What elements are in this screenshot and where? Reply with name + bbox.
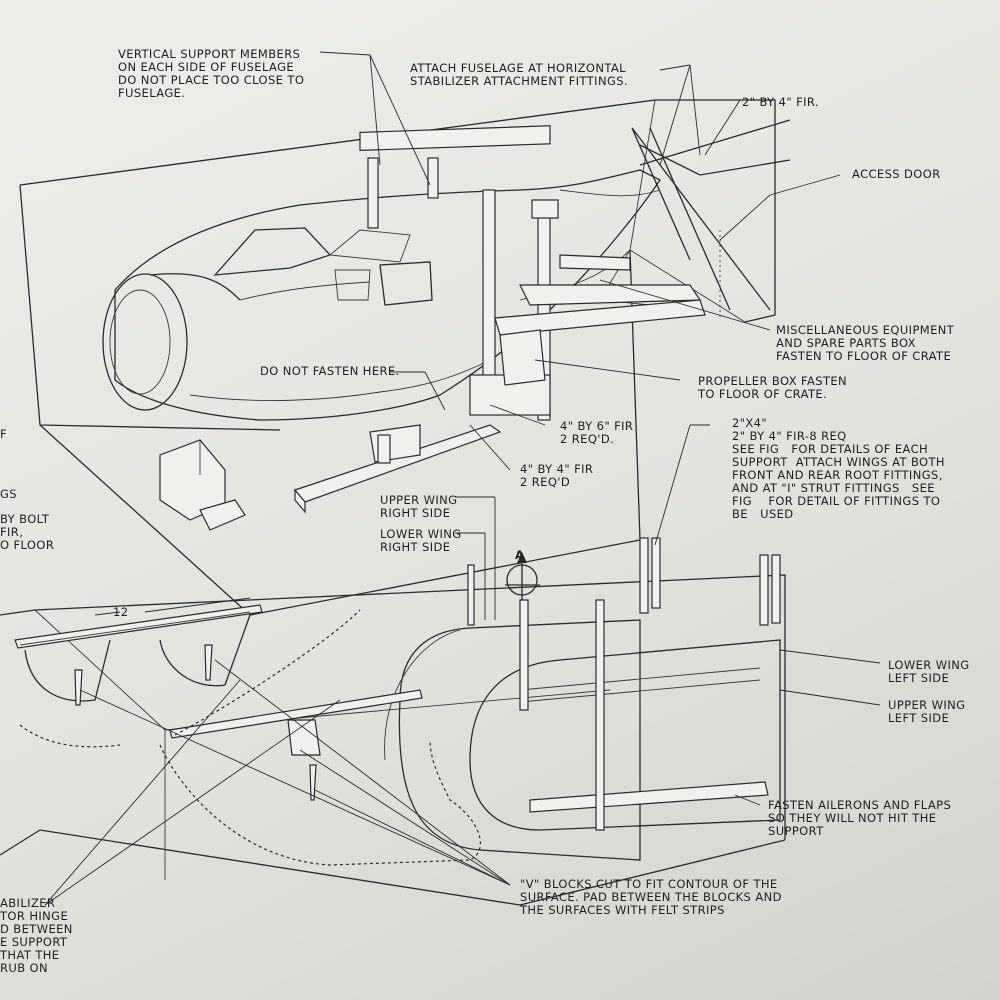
dimension-line-12: [19, 611, 251, 646]
label-lower-wing-left: LOWER WING LEFT SIDE: [888, 658, 970, 685]
label-misc-equipment: MISCELLANEOUS EQUIPMENT AND SPARE PARTS …: [776, 323, 955, 363]
fuselage-crate: [19, 99, 791, 616]
crate-front-edge: [19, 184, 281, 431]
access-door: [631, 119, 791, 320]
label-propeller-box: PROPELLER BOX FASTEN TO FLOOR OF CRATE.: [698, 374, 848, 401]
wing-panels: [384, 619, 781, 861]
label-vertical-support: VERTICAL SUPPORT MEMBERS ON EACH SIDE OF…: [118, 47, 305, 100]
wing-crate-bottom-edge: [0, 829, 786, 906]
dotted-wing-outline: [159, 739, 481, 866]
propeller-box: [159, 439, 246, 531]
fuselage: [102, 169, 661, 421]
v-blocks: [74, 644, 321, 801]
leader-lines: [44, 51, 881, 906]
floor-timbers: [293, 424, 502, 514]
label-left-edge-gs: GS: [0, 487, 18, 501]
label-v-blocks: "V" BLOCKS CUT TO FIT CONTOUR OF THE SUR…: [520, 877, 782, 917]
label-fasten-ailerons: FASTEN AILERONS AND FLAPS SO THEY WILL N…: [768, 798, 952, 838]
label-fir-4x4: 4" BY 4" FIR 2 REQ'D: [520, 462, 594, 489]
misc-equipment-box: [494, 254, 706, 386]
label-dim-12: 12: [113, 605, 129, 619]
label-attach-fuselage: ATTACH FUSELAGE AT HORIZONTAL STABILIZER…: [410, 61, 629, 88]
label-fir-2x4-top: 2" BY 4" FIR.: [742, 95, 819, 109]
label-access-door: ACCESS DOOR: [852, 167, 941, 181]
vertical-supports: [359, 125, 559, 421]
label-bolt-partial: BY BOLT FIR, O FLOOR: [0, 512, 55, 552]
label-upper-wing-right: UPPER WING RIGHT SIDE: [380, 493, 458, 520]
wing-crate-top-edge: [0, 574, 786, 840]
label-fir-4x6: 4" BY 6" FIR 2 REQ'D.: [560, 419, 634, 446]
label-upper-wing-left: UPPER WING LEFT SIDE: [888, 698, 966, 725]
label-arrow-a: A: [515, 548, 525, 562]
label-stabilizer-partial: ABILIZER TOR HINGE D BETWEEN E SUPPORT T…: [0, 896, 73, 975]
wing-crate: [0, 537, 786, 906]
wing-vertical-supports: [467, 537, 781, 831]
crate-inner-edge: [629, 99, 656, 251]
label-left-edge-f: F: [0, 427, 8, 441]
section-arrow-a: [505, 552, 540, 600]
label-fir-2x4-8req: 2"X4" 2" BY 4" FIR-8 REQ SEE FIG FOR DET…: [732, 416, 945, 521]
crate-top-edge: [19, 99, 776, 323]
label-lower-wing-right: LOWER WING RIGHT SIDE: [380, 527, 462, 554]
label-do-not-fasten: DO NOT FASTEN HERE.: [260, 364, 400, 378]
